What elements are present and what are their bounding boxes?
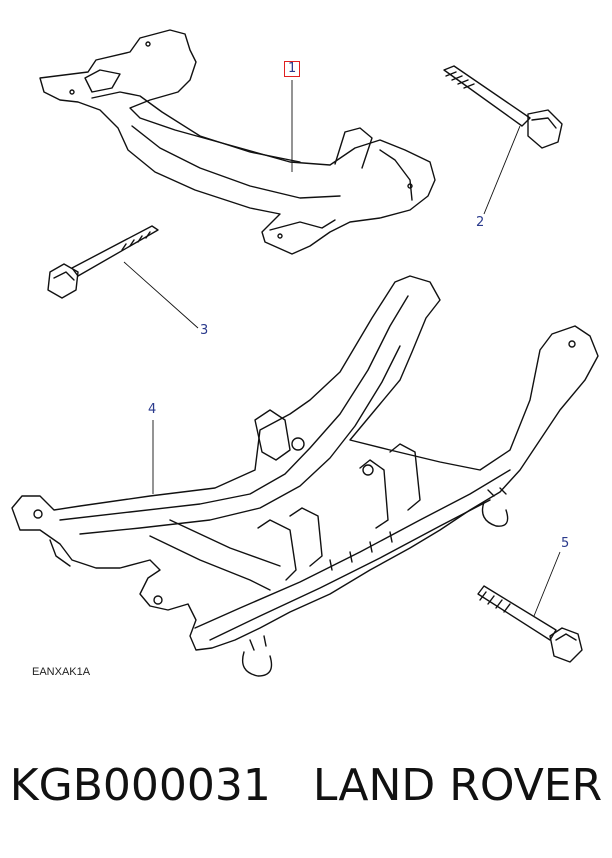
parts-diagram	[11, 29, 599, 677]
subframe-small-part	[39, 29, 436, 255]
subframe-large-part	[11, 275, 599, 677]
brand-name: LAND ROVER	[312, 760, 603, 811]
diagram-reference-code: EANXAK1A	[32, 666, 91, 678]
part-number: KGB000031	[9, 760, 271, 811]
callout-5: 5	[561, 536, 570, 551]
caption: KGB000031 LAND ROVER	[0, 760, 612, 811]
bolt-part-2	[443, 65, 563, 149]
callout-4: 4	[148, 402, 157, 417]
bolt-part-3	[47, 225, 159, 299]
callout-3: 3	[200, 323, 209, 338]
leader-line-3	[123, 261, 199, 329]
leader-line-2	[483, 125, 521, 215]
bolt-part-5	[477, 585, 583, 663]
callout-1: 1	[284, 61, 301, 77]
leader-line-5	[533, 551, 561, 617]
callout-2: 2	[476, 215, 485, 230]
